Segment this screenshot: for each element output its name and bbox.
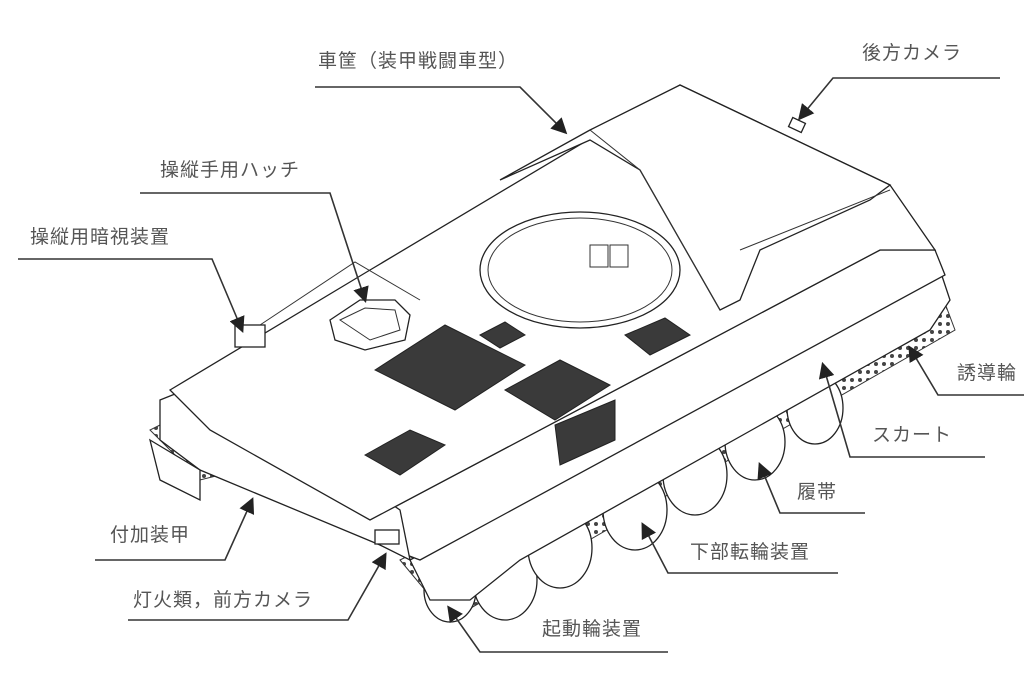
- add-on-armor: [148, 438, 201, 502]
- label-skirt: スカート: [872, 424, 953, 446]
- front-lights: [374, 529, 400, 545]
- label-driver-hatch: 操縦手用ハッチ: [160, 159, 301, 181]
- raised-casing: [499, 84, 892, 311]
- label-rear-camera: 後方カメラ: [862, 42, 963, 64]
- label-drive-sprocket: 起動輪装置: [542, 618, 643, 640]
- label-driver-night-vision: 操縦用暗視装置: [30, 226, 171, 248]
- label-idler-wheel: 誘導輪: [957, 362, 1018, 384]
- side-grille: [554, 399, 616, 466]
- engine-grille-5: [479, 321, 526, 349]
- label-road-wheels: 下部転輪装置: [690, 541, 811, 563]
- label-hull: 車筐（装甲戦闘車型）: [318, 50, 519, 72]
- engine-grille-3: [363, 429, 447, 476]
- engine-grille-4: [624, 317, 691, 356]
- label-lights-front-camera: 灯火類，前方カメラ: [133, 589, 314, 611]
- turret-ring: [479, 211, 681, 329]
- label-track: 履帯: [797, 481, 838, 503]
- leader-lines: [18, 77, 1024, 653]
- rear-camera: [787, 116, 807, 134]
- engine-grille-1: [373, 324, 527, 411]
- driver-night-vision: [234, 324, 266, 348]
- label-add-on-armor: 付加装甲: [110, 524, 191, 546]
- engine-grille-2: [503, 359, 612, 421]
